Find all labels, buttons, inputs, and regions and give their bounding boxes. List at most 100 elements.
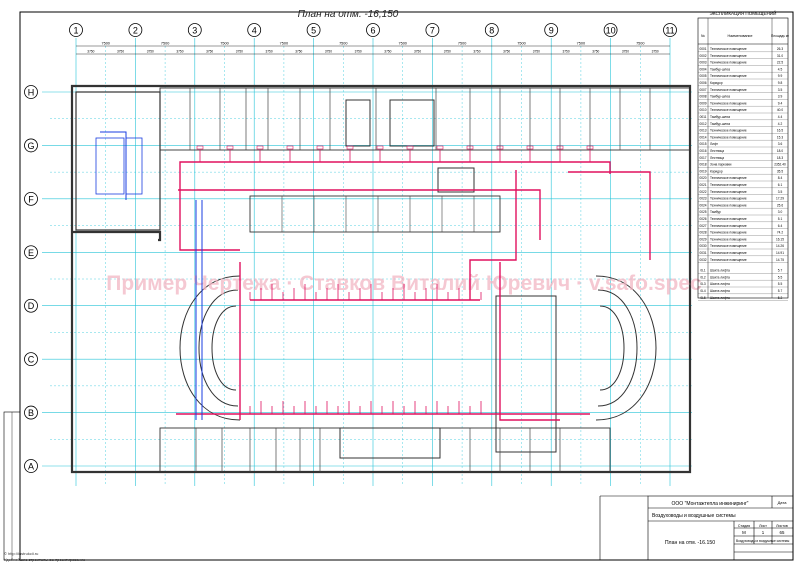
row-axis-bubble: [24, 191, 38, 206]
explication-row-area: 8.4: [778, 176, 783, 180]
explication-row-name: Техническое помещение: [710, 61, 747, 65]
main-duct-top2: [178, 189, 541, 240]
explication-row-area: 4.5: [778, 67, 783, 71]
explication-row-num: 0016: [699, 149, 706, 153]
diffuser: [496, 145, 504, 150]
left-tech-room: [75, 91, 161, 231]
row-axis-label: C: [28, 355, 35, 365]
column-axis-label: 5: [311, 26, 316, 36]
blue-branch: [100, 131, 127, 200]
explication-row-name: Лифт: [710, 142, 718, 146]
bottom-rooms-band: [159, 427, 611, 473]
tb-date-label: Дата: [778, 500, 788, 505]
diffuser: [226, 145, 234, 150]
explication-row-area: 6.4: [778, 224, 783, 228]
explication-row-num: 0006: [699, 81, 706, 85]
explication-row-name: Техническое помещение: [710, 47, 747, 51]
explication-row-name: Техническое помещение: [710, 129, 747, 133]
explication-row-num: 0017: [699, 156, 706, 160]
tb-sheets: 65: [780, 530, 785, 535]
half-dimension-value: 3750: [652, 50, 659, 54]
tb-sheet: 1: [762, 530, 765, 535]
row-axis-label: A: [28, 462, 34, 472]
column-axis-bubble: [366, 23, 380, 37]
explication-row-num: 0026: [699, 217, 706, 221]
duct-right: [568, 171, 651, 260]
tb-section: Воздуховоды и воздушные системы: [652, 513, 736, 519]
half-dimension-value: 3750: [325, 50, 332, 54]
explication-row-num: 0030: [699, 244, 706, 248]
explication-row-num: 0011: [700, 115, 707, 119]
tb-system-name: Воздуховоды и воздушные системы: [736, 539, 790, 543]
explication-row-num: 0019: [699, 169, 706, 173]
explication-row-num: 0020: [699, 176, 706, 180]
explication-row-area: 6.1: [778, 183, 783, 187]
central-ramp: [495, 295, 557, 453]
half-dimension-value: 3750: [147, 50, 154, 54]
explication-row-area: 14.26: [776, 244, 784, 248]
column-axis-bubble: [69, 23, 83, 37]
half-dimension-value: 3750: [563, 50, 570, 54]
main-duct-left-riser: [179, 180, 240, 251]
half-dimension-value: 3750: [414, 50, 421, 54]
explication-row-num: 0021: [699, 183, 706, 187]
explication-row-area: 35.5: [777, 169, 783, 173]
explication-row-num: 0002: [699, 54, 706, 58]
explication-row-area: 4.4: [778, 115, 783, 119]
explication-title: ЭКСПЛИКАЦИЯ ПОМЕЩЕНИЙ: [710, 9, 777, 16]
ramp-right-inner: [597, 289, 638, 407]
explication-row-name: Техническое помещение: [710, 176, 747, 180]
dimension-value: 7500: [220, 42, 228, 46]
explication-row-name: Лестница: [710, 149, 724, 153]
explication-table: ЭКСПЛИКАЦИЯ ПОМЕЩЕНИЙ № Наименование Пло…: [697, 9, 789, 301]
dimension-value: 7500: [458, 42, 466, 46]
explication-row-num: 0012: [699, 122, 706, 126]
ramp-left-inner: [198, 289, 239, 407]
explication-row-num: 0009: [699, 101, 706, 105]
explication-row-num: 0007: [699, 88, 706, 92]
explication-row-name: Тамбур-шлюз: [710, 67, 731, 71]
explication-row-name: Техническое помещение: [710, 108, 747, 112]
explication-row-name: Техническое помещение: [710, 183, 747, 187]
bottom-stair: [339, 427, 441, 459]
column-axis-bubble: [663, 23, 677, 37]
tb-sheets-header: Листов: [776, 524, 788, 528]
explication-row-area: 17.29: [776, 197, 784, 201]
explication-row-name: Техническое помещение: [710, 74, 747, 78]
diffuser: [406, 145, 414, 150]
equipment-block: [95, 137, 143, 195]
explication-row-name: Техническое помещение: [710, 244, 747, 248]
half-dimension-value: 3750: [117, 50, 124, 54]
explication-row-name: Тамбур-шлюз: [710, 122, 731, 126]
explication-row-num: 0014: [699, 135, 706, 139]
diffuser: [286, 145, 294, 150]
column-axis-label: 9: [549, 26, 554, 36]
footer-caption: Удобнейшие строительное проектирование: [4, 557, 86, 562]
duct-ramp-link: [469, 170, 517, 300]
explication-row-name: Техническое помещение: [710, 251, 747, 255]
column-axis-label: 7: [430, 26, 435, 36]
duct-system: [176, 161, 651, 421]
explication-row-name: Техническое помещение: [710, 258, 747, 262]
explication-row-area: 5.7: [778, 269, 783, 273]
half-dimension-value: 3750: [444, 50, 451, 54]
explication-row-num: 0024: [699, 203, 706, 207]
stair-right: [437, 167, 475, 193]
diffuser: [586, 145, 594, 150]
half-dimension-value: 3750: [295, 50, 302, 54]
column-axis-bubble: [306, 23, 321, 37]
column-axis-bubble: [247, 23, 262, 37]
explication-row-area: 5.2: [778, 296, 783, 300]
explication-row-num: 0028: [699, 231, 706, 235]
diffuser: [196, 145, 204, 150]
explication-frame: [697, 17, 789, 299]
explication-row-area: 25.6: [777, 203, 783, 207]
half-dimension-value: 3750: [503, 50, 510, 54]
explication-row-num: 0010: [699, 108, 706, 112]
diffuser: [376, 145, 384, 150]
column-axis-label: 8: [489, 26, 494, 36]
explication-row-num: 0004: [699, 67, 706, 71]
row-axis-bubble: [24, 138, 38, 153]
explication-row-name: Техническое помещение: [710, 101, 747, 105]
